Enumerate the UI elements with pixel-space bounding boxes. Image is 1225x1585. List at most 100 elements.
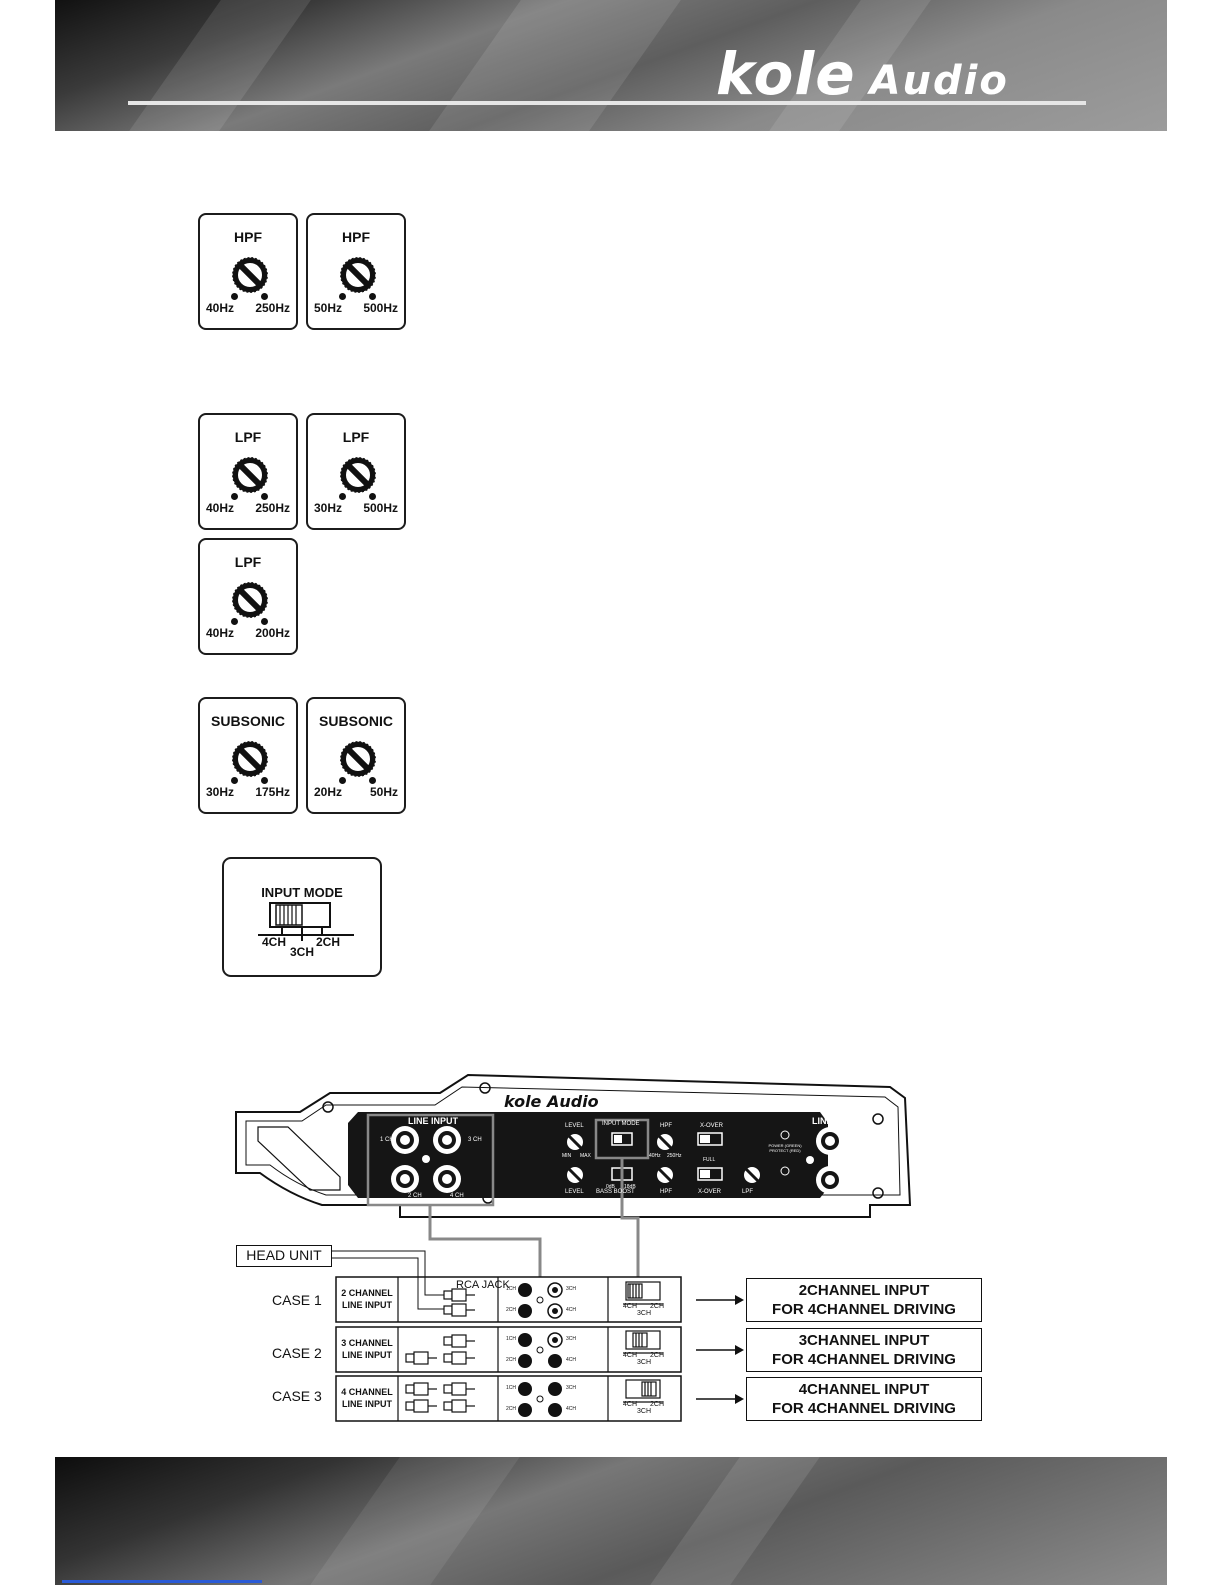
- switch-label-2ch: 2CH: [650, 1303, 665, 1310]
- case-result-box: 2CHANNEL INPUT FOR 4CHANNEL DRIVING: [746, 1278, 982, 1322]
- hz40-label: 40Hz: [649, 1153, 661, 1159]
- dot-marker: [231, 777, 238, 784]
- switch-label-2ch: 2CH: [650, 1352, 665, 1359]
- hpf-label-2: HPF: [660, 1189, 672, 1195]
- dot-marker: [261, 777, 268, 784]
- high-freq-label: 50Hz: [369, 785, 398, 799]
- dot-marker: [369, 493, 376, 500]
- lpf-panel-1: LPF 40Hz 250Hz: [198, 413, 298, 530]
- wiring-diagram: kole Audio LINE INPUT 1 CH 3 CH 2 CH 4 C…: [230, 1065, 990, 1437]
- knob-icon: [231, 740, 269, 778]
- jack-label-1ch: 1 CH: [380, 1137, 394, 1143]
- lpf-panel-3: LPF 40Hz 200Hz: [198, 538, 298, 655]
- jack-1ch: 1CH: [506, 1336, 517, 1342]
- switch-label-3ch: 3CH: [637, 1408, 652, 1415]
- case-input-label: 3 CHANNEL LINE INPUT: [341, 1338, 393, 1360]
- knob-icon: [231, 256, 269, 294]
- dot-marker: [339, 293, 346, 300]
- jack-label-4ch: 4 CH: [450, 1193, 464, 1199]
- panel-title: LPF: [234, 429, 262, 445]
- high-freq-label: 250Hz: [255, 501, 290, 515]
- result-line-1: 2CHANNEL INPUT: [798, 1282, 930, 1299]
- panel-title: SUBSONIC: [319, 713, 393, 729]
- knob-icon: [231, 581, 269, 619]
- power-label: POWER (GREEN) PROTECT (RED): [768, 1143, 802, 1153]
- case-label: CASE 3: [272, 1388, 322, 1404]
- jack-3ch: 3CH: [566, 1385, 577, 1391]
- dot-marker: [261, 293, 268, 300]
- mode-label-3ch: 3CH: [290, 945, 315, 959]
- hpf-label: HPF: [660, 1123, 672, 1129]
- jack-2ch: 2CH: [506, 1307, 517, 1313]
- header-banner: [55, 0, 1167, 131]
- dot-marker: [261, 493, 268, 500]
- switch-label-3ch: 3CH: [637, 1310, 652, 1317]
- brand-sub: Audio: [869, 58, 1009, 104]
- case-label: CASE 1: [272, 1292, 322, 1308]
- low-freq-label: 40Hz: [206, 501, 235, 515]
- switch-label-4ch: 4CH: [623, 1303, 638, 1310]
- max-label: MAX: [580, 1153, 591, 1159]
- footer-banner: [55, 1457, 1167, 1585]
- result-line-1: 4CHANNEL INPUT: [798, 1381, 930, 1398]
- subsonic-panel-2: SUBSONIC 20Hz 50Hz: [306, 697, 406, 814]
- high-freq-label: 500Hz: [363, 501, 398, 515]
- hpf-panel-2: HPF 50Hz 500Hz: [306, 213, 406, 330]
- dot-marker: [261, 618, 268, 625]
- panel-title: HPF: [342, 229, 370, 245]
- result-line-2: FOR 4CHANNEL DRIVING: [772, 1301, 956, 1318]
- panel-title: LPF: [342, 429, 370, 445]
- low-freq-label: 30Hz: [314, 501, 343, 515]
- dot-marker: [339, 493, 346, 500]
- footer-link-bar: [62, 1580, 262, 1583]
- knob-icon: [231, 456, 269, 494]
- input-mode-label: INPUT MODE: [602, 1121, 640, 1127]
- case-input-label: 2 CHANNEL LINE INPUT: [341, 1288, 393, 1310]
- case-input-label: 4 CHANNEL LINE INPUT: [341, 1387, 393, 1409]
- result-line-2: FOR 4CHANNEL DRIVING: [772, 1351, 956, 1368]
- bass-boost-label: BASS BOOST: [596, 1189, 635, 1195]
- dot-marker: [369, 777, 376, 784]
- dot-marker: [231, 618, 238, 625]
- banner-streak: [650, 1457, 820, 1585]
- low-freq-label: 40Hz: [206, 301, 235, 315]
- head-unit-box: HEAD UNIT: [236, 1245, 332, 1267]
- jack-3ch: 3CH: [566, 1336, 577, 1342]
- jack-2ch: 2CH: [506, 1357, 517, 1363]
- jack-4ch: 4CH: [566, 1406, 577, 1412]
- rca-jack-label: RCA JACK: [456, 1279, 510, 1291]
- low-freq-label: 30Hz: [206, 785, 235, 799]
- level-label-2: LEVEL: [565, 1189, 584, 1195]
- high-freq-label: 250Hz: [255, 301, 290, 315]
- high-freq-label: 175Hz: [255, 785, 290, 799]
- switch-icon: [258, 902, 354, 941]
- jack-4ch: 4CH: [566, 1357, 577, 1363]
- line-out-label: LINE OUT: [812, 1116, 854, 1126]
- knob-icon: [339, 456, 377, 494]
- jack-1ch: 1CH: [506, 1385, 517, 1391]
- case-result-box: 4CHANNEL INPUT FOR 4CHANNEL DRIVING: [746, 1377, 982, 1421]
- high-freq-label: 200Hz: [255, 626, 290, 640]
- result-line-1: 3CHANNEL INPUT: [798, 1332, 930, 1349]
- panel-title: HPF: [234, 229, 262, 245]
- jack-label-3ch: 3 CH: [468, 1137, 482, 1143]
- switch-label-3ch: 3CH: [637, 1359, 652, 1366]
- case-label: CASE 2: [272, 1345, 322, 1361]
- diagram-lines: [235, 1073, 912, 1422]
- min-label: MIN: [562, 1153, 572, 1159]
- out-label-2ch: 2CH: [844, 1177, 857, 1183]
- panel-title: LPF: [234, 554, 262, 570]
- dot-marker: [339, 777, 346, 784]
- xover-label: X-OVER: [700, 1123, 724, 1129]
- switch-label-4ch: 4CH: [623, 1401, 638, 1408]
- low-freq-label: 50Hz: [314, 301, 343, 315]
- subsonic-panel-1: SUBSONIC 30Hz 175Hz: [198, 697, 298, 814]
- jack-1ch: 1CH: [506, 1286, 517, 1292]
- low-freq-label: 20Hz: [314, 785, 343, 799]
- jack-3ch: 3CH: [566, 1286, 577, 1292]
- result-line-2: FOR 4CHANNEL DRIVING: [772, 1400, 956, 1417]
- jack-4ch: 4CH: [566, 1307, 577, 1313]
- db0-label: 0dB: [606, 1184, 615, 1190]
